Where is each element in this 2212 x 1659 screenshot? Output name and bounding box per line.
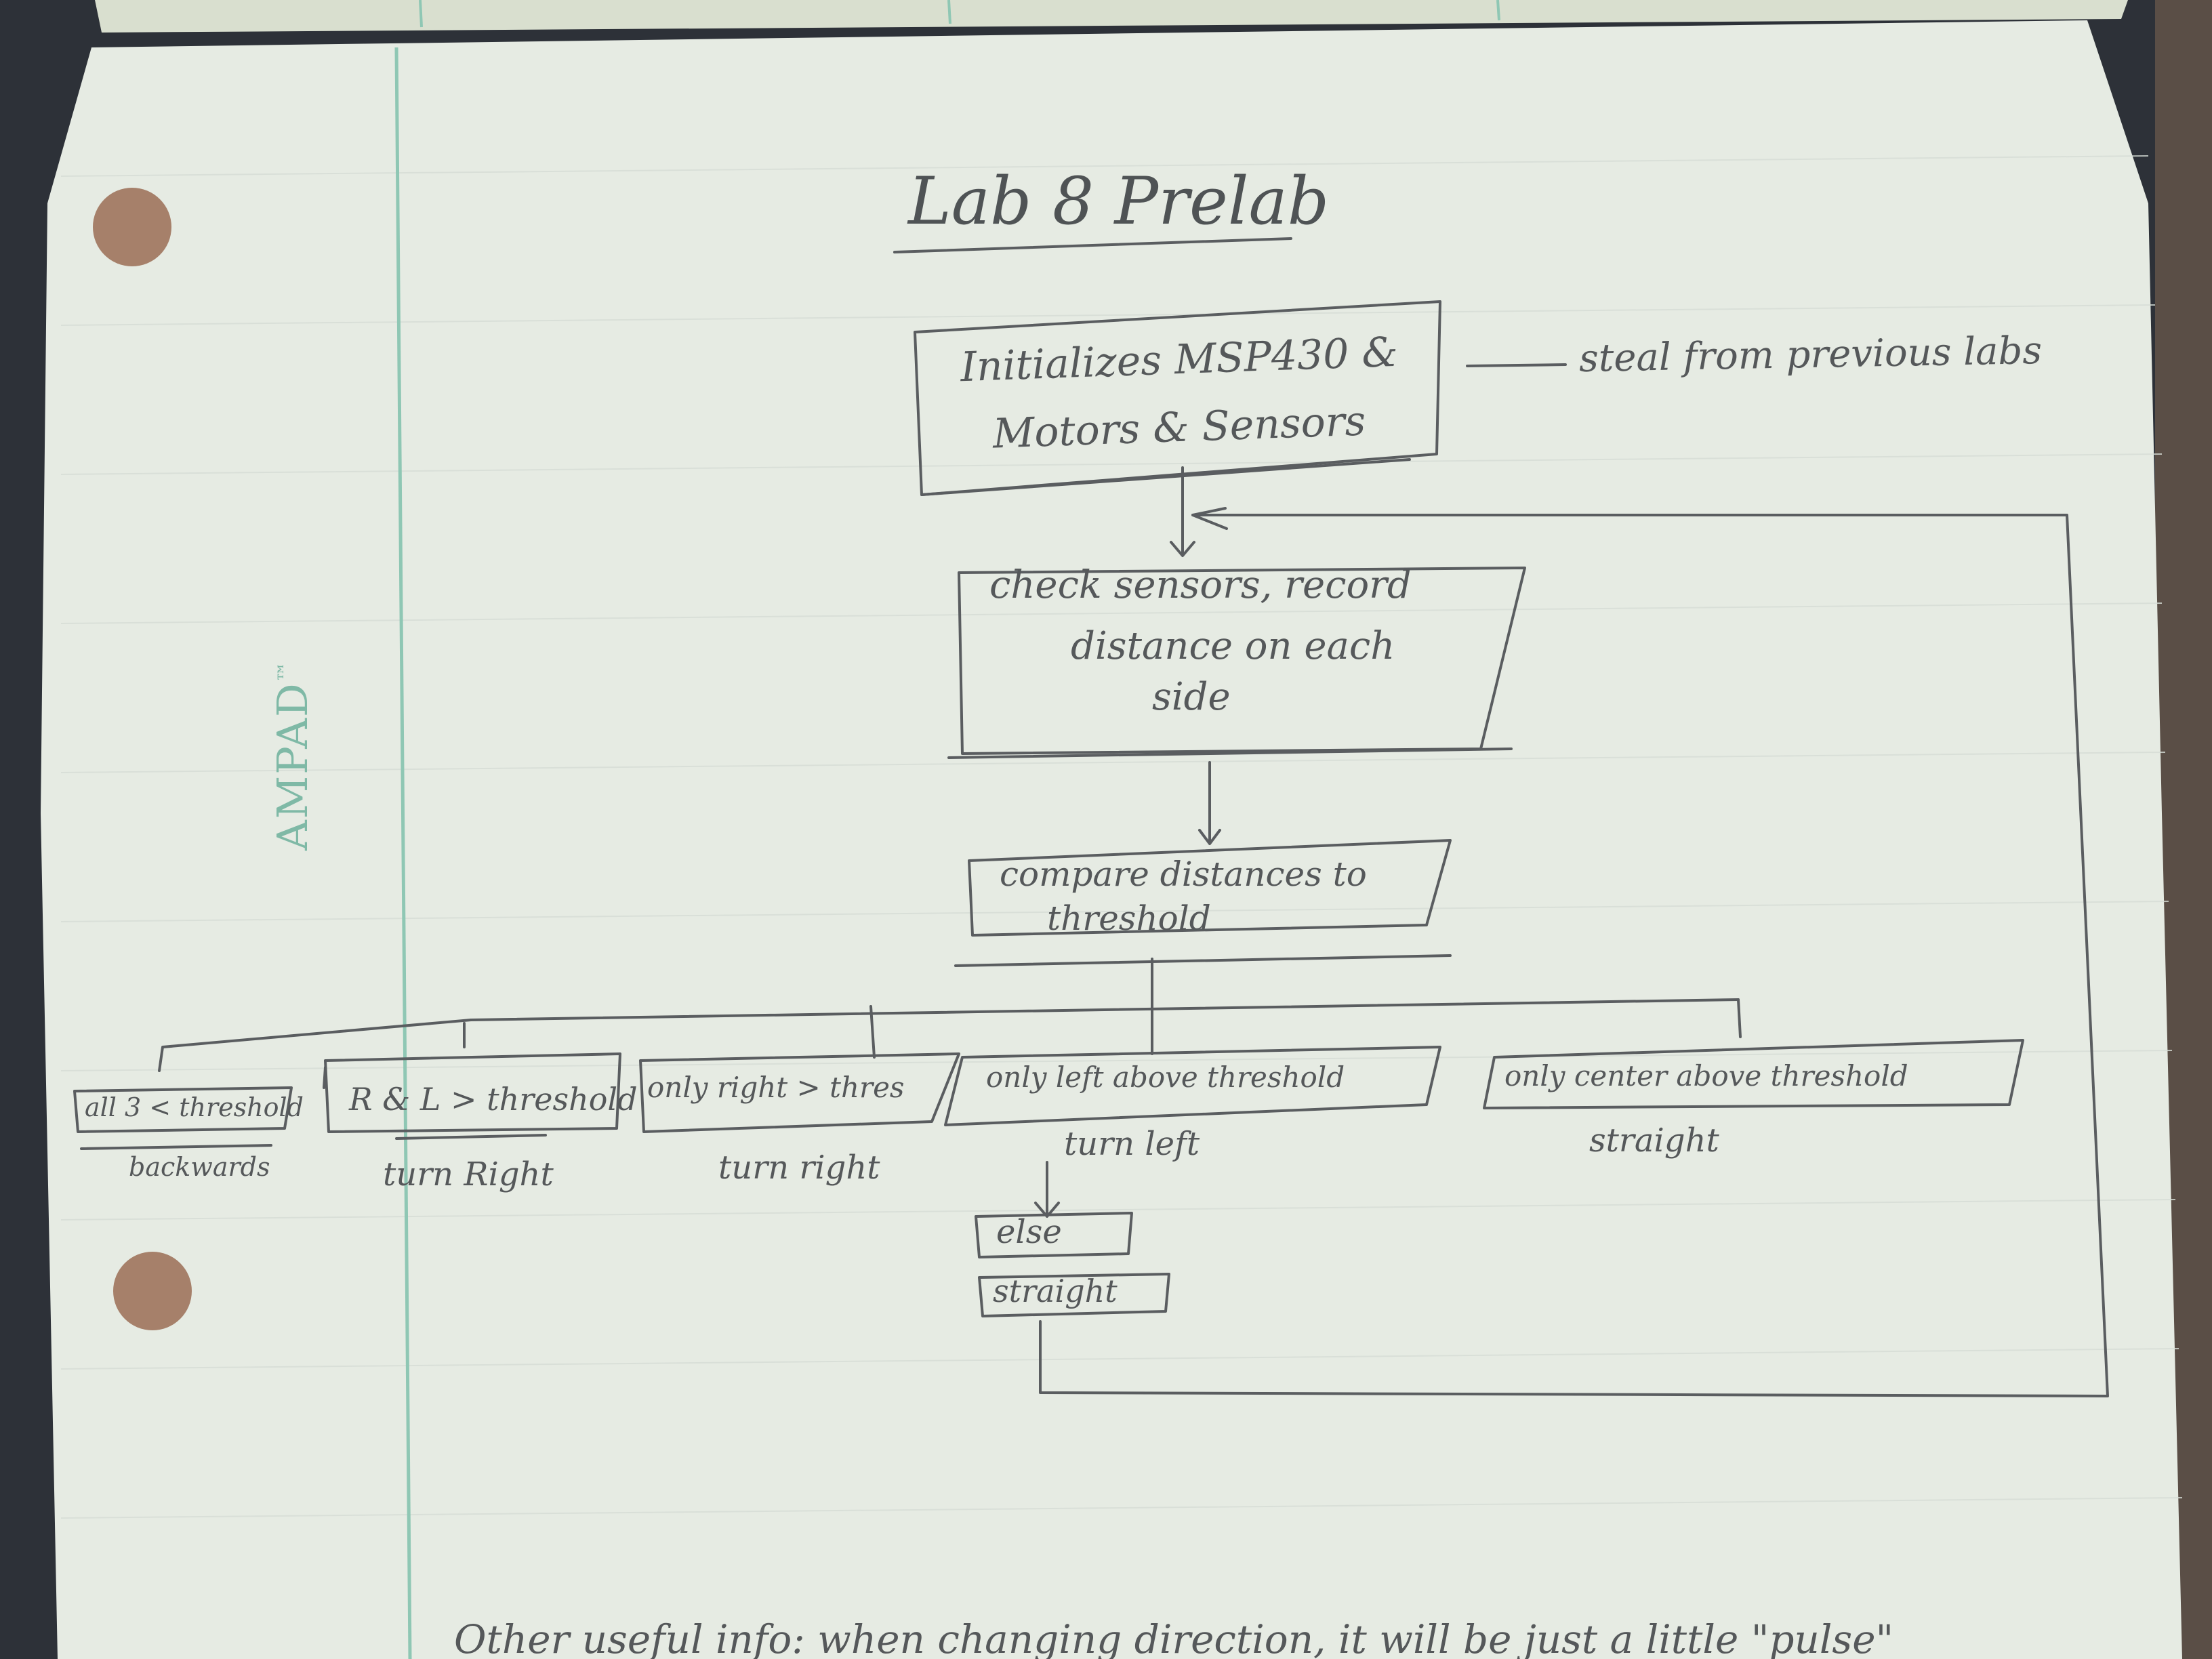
compare-box [968, 839, 1452, 937]
branch-left-stub [158, 1019, 472, 1072]
branch-box [944, 1046, 1441, 1126]
check-box-line1: check sensors, record [989, 563, 1412, 607]
hole-punch [93, 188, 171, 266]
check-box-line3: side [1152, 675, 1231, 719]
branch-action: turn Right [383, 1155, 554, 1193]
ampad-logo: AMPAD™ [268, 660, 317, 851]
loop-back-line [1039, 514, 2109, 1397]
compare-box-line1: compare distances to [1000, 855, 1367, 894]
branch-action: straight [1589, 1122, 1719, 1160]
branch-condition: only right > thres [647, 1071, 905, 1104]
branch-action: backwards [129, 1152, 270, 1182]
check-box-shadow [947, 747, 1513, 759]
arrow-head [1034, 1202, 1060, 1218]
branch-condition: all 3 < threshold [85, 1092, 304, 1122]
else-action-box [978, 1273, 1170, 1317]
loop-arrow-head [1191, 507, 1228, 530]
init-box [914, 300, 1441, 496]
init-box-shadow [920, 458, 1411, 496]
footer-note: Other useful info: when changing directi… [454, 1616, 1894, 1659]
notebook-paper [41, 20, 2182, 1659]
branch-box [1483, 1039, 2024, 1109]
arrow-head [1170, 541, 1195, 557]
page-title: Lab 8 Prelab [908, 163, 1330, 239]
compare-box-shadow [954, 954, 1452, 967]
branch-action: turn right [718, 1149, 880, 1187]
else-box [975, 1212, 1133, 1258]
check-box-line2: distance on each [1071, 624, 1395, 668]
page-underneath [95, 0, 2128, 33]
arrow-head [1198, 829, 1221, 845]
branch-condition: R & L > threshold [349, 1081, 638, 1118]
title-underline [893, 237, 1292, 253]
branch-box [73, 1086, 293, 1133]
hole-punch [113, 1252, 192, 1330]
note-connector [1466, 363, 1567, 367]
init-note: steal from previous labs [1578, 329, 2043, 381]
paper-rules [60, 155, 2183, 1519]
branch-box [324, 1052, 621, 1133]
branch-condition: only center above threshold [1504, 1059, 1908, 1092]
else-action: straight [993, 1273, 1118, 1309]
branch-action: turn left [1064, 1125, 1200, 1163]
branch-condition: only left above threshold [986, 1061, 1345, 1094]
branch-bus [470, 998, 1740, 1021]
branch-box [639, 1052, 960, 1133]
else-label: else [996, 1213, 1062, 1251]
margin-line [394, 47, 412, 1659]
compare-box-line2: threshold [1047, 899, 1211, 938]
